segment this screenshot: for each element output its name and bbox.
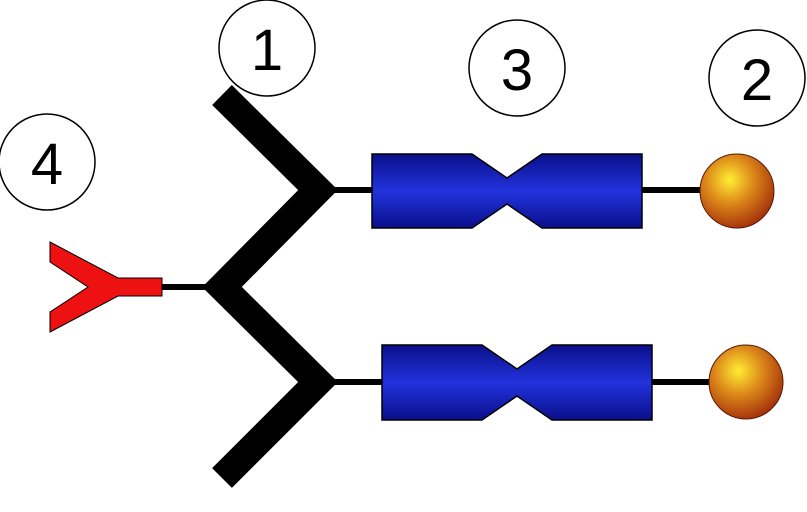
label-3: 3	[468, 19, 566, 117]
bead-icon-top	[699, 153, 775, 229]
label-1-text: 1	[251, 18, 283, 83]
label-3-text: 3	[501, 38, 533, 103]
bowtie-block-icon-bottom	[381, 344, 653, 421]
bowtie-block-icon-top	[371, 153, 643, 229]
label-1: 1	[218, 0, 316, 97]
label-2: 2	[708, 29, 806, 127]
branch-frame	[202, 85, 338, 488]
y-shape-icon	[49, 241, 163, 333]
label-4: 4	[0, 113, 96, 211]
bead-icon-bottom	[708, 344, 784, 420]
label-2-text: 2	[741, 48, 773, 113]
label-4-text: 4	[31, 132, 63, 197]
